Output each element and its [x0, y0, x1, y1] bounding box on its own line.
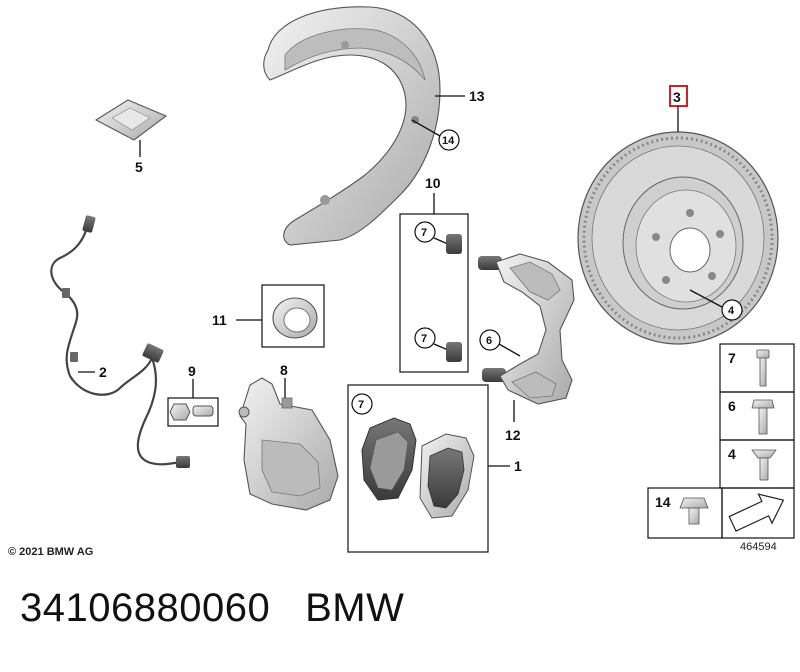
callout-7b-circle	[414, 327, 436, 349]
diagram-number: 464594	[740, 541, 777, 553]
bleeder-part[interactable]	[169, 403, 214, 421]
grease-packet-part[interactable]	[94, 99, 168, 141]
bolt-7-part[interactable]	[756, 349, 770, 387]
leader-7b	[433, 343, 449, 351]
callout-14a-circle	[438, 129, 460, 151]
legend-label-7: 7	[728, 350, 736, 366]
leader-7a	[433, 237, 449, 245]
screw-4-part[interactable]	[751, 449, 777, 481]
bolt-6-part[interactable]	[751, 399, 775, 435]
callout-1: 1	[514, 458, 522, 474]
parts-diagram: 13 14 5 2 11 9 8	[8, 6, 795, 558]
leader-6	[498, 343, 521, 357]
callout-13: 13	[469, 88, 485, 104]
bolt-14-part[interactable]	[679, 497, 709, 525]
brake-pad-outer[interactable]	[419, 433, 475, 519]
callout-7a: 7	[421, 227, 427, 239]
caption: 34106880060 BMW	[20, 586, 404, 631]
brand: BMW	[305, 586, 405, 630]
callout-7c: 7	[358, 399, 364, 411]
caliper-carrier-part[interactable]	[478, 253, 575, 405]
callout-7c-circle	[351, 393, 373, 415]
grommet-part[interactable]	[272, 297, 318, 339]
callout-11: 11	[212, 312, 227, 328]
brake-pad-inner[interactable]	[361, 417, 417, 501]
guide-bushing-lower[interactable]	[446, 342, 462, 362]
callout-2: 2	[99, 364, 107, 380]
caliper-part[interactable]	[238, 377, 339, 511]
callout-10: 10	[425, 175, 441, 191]
callout-6: 6	[486, 335, 492, 347]
dust-shield-part[interactable]	[263, 6, 441, 246]
callout-5: 5	[135, 159, 143, 175]
brake-disc-part[interactable]	[577, 131, 779, 345]
legend-label-14: 14	[655, 494, 671, 510]
callout-4-circle	[721, 299, 743, 321]
callout-12: 12	[505, 427, 521, 443]
wear-sensor-part[interactable]	[50, 215, 190, 468]
callout-7b: 7	[421, 333, 427, 345]
copyright: © 2021 BMW AG	[8, 546, 93, 558]
part-number: 34106880060	[20, 586, 271, 630]
callout-8: 8	[280, 362, 288, 378]
callout-4: 4	[728, 305, 735, 317]
legend-label-4: 4	[728, 446, 736, 462]
leader-4	[689, 289, 723, 308]
fastener-legend	[647, 343, 795, 539]
callout-7a-circle	[414, 221, 436, 243]
callout-9: 9	[188, 363, 196, 379]
arrow-icon	[728, 493, 785, 532]
grommet-box	[261, 284, 325, 348]
callout-6-circle	[479, 329, 501, 351]
legend-label-6: 6	[728, 398, 736, 414]
callout-14a: 14	[442, 135, 455, 147]
callout-3: 3	[673, 89, 681, 105]
guide-bushing-upper[interactable]	[446, 234, 462, 254]
leader-14a	[411, 119, 441, 137]
brake-pad-box	[347, 384, 489, 553]
